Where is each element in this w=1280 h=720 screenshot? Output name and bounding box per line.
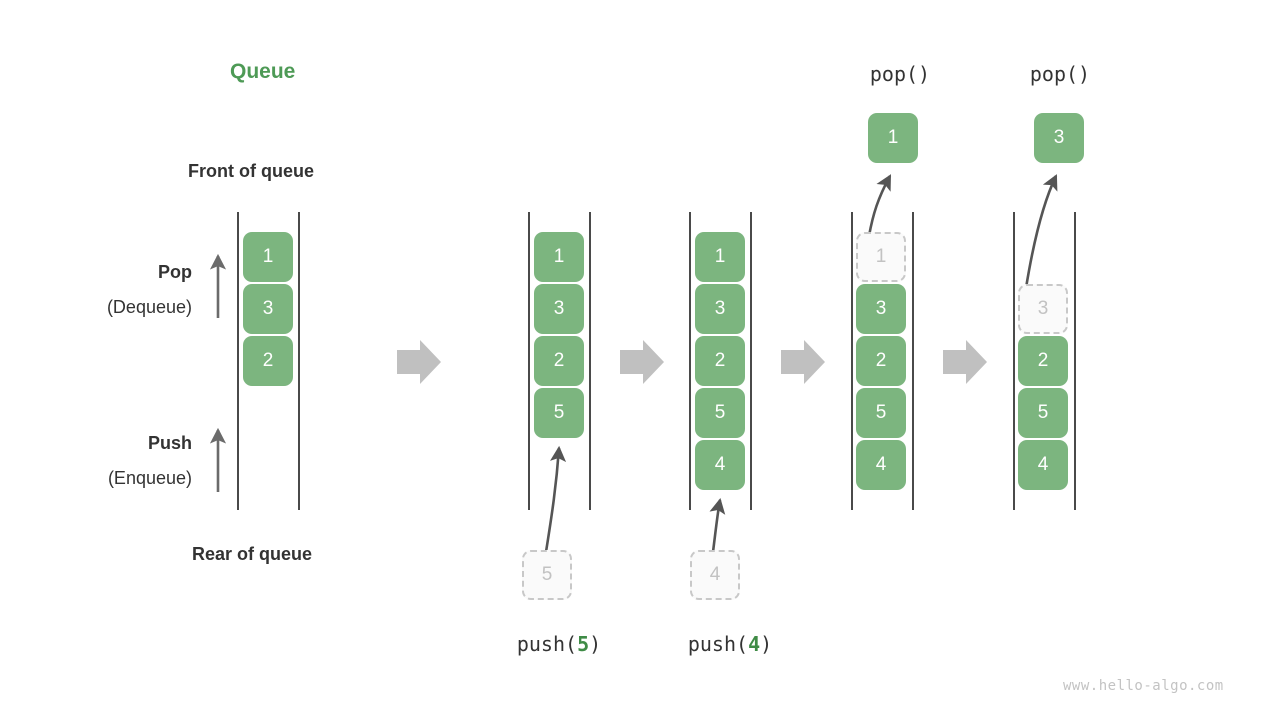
flow-arrow-4 <box>943 340 987 384</box>
queue-cell: 1 <box>695 232 745 282</box>
queue-cell: 3 <box>695 284 745 334</box>
step-caption-push-5: push(5) <box>459 632 659 656</box>
flow-arrow-2 <box>620 340 664 384</box>
removed-ghost-cell: 1 <box>856 232 906 282</box>
queue-rail-right-step2 <box>589 212 591 510</box>
push-sublabel: (Enqueue) <box>107 468 192 488</box>
popped-cell: 3 <box>1034 113 1084 163</box>
queue-cell: 4 <box>1018 440 1068 490</box>
queue-rail-left-step1 <box>237 212 239 510</box>
queue-cell: 3 <box>243 284 293 334</box>
queue-rail-left-step3 <box>689 212 691 510</box>
front-of-queue-label: Front of queue <box>188 161 314 181</box>
queue-rail-left-step2 <box>528 212 530 510</box>
queue-cell: 3 <box>534 284 584 334</box>
queue-cell: 5 <box>1018 388 1068 438</box>
incoming-ghost-cell: 5 <box>522 550 572 600</box>
push-4-motion-arrow <box>709 497 726 553</box>
push-label: Push <box>147 433 192 453</box>
queue-cell: 5 <box>856 388 906 438</box>
queue-rail-right-step1 <box>298 212 300 510</box>
step-caption-push-4: push(4) <box>630 632 830 656</box>
queue-cell: 2 <box>695 336 745 386</box>
pop-1-motion-arrow <box>867 174 892 237</box>
queue-cell: 4 <box>856 440 906 490</box>
queue-cell: 1 <box>243 232 293 282</box>
queue-cell-new: 4 <box>695 440 745 490</box>
pop-label: Pop <box>158 262 192 282</box>
queue-cell: 1 <box>534 232 584 282</box>
rear-of-queue-label: Rear of queue <box>192 544 313 564</box>
flow-arrow-1 <box>397 340 441 384</box>
caption-text: push( <box>687 632 749 656</box>
removed-ghost-cell: 3 <box>1018 284 1068 334</box>
caption-end: ) <box>589 632 602 656</box>
incoming-ghost-cell: 4 <box>690 550 740 600</box>
page-title: Queue <box>230 60 296 83</box>
queue-rail-left-step5 <box>1013 212 1015 510</box>
queue-cell: 3 <box>856 284 906 334</box>
push-5-motion-arrow <box>544 445 567 553</box>
caption-arg: 5 <box>577 632 590 656</box>
queue-cell: 5 <box>695 388 745 438</box>
step-caption-pop-1: pop() <box>869 62 931 86</box>
queue-cell: 2 <box>534 336 584 386</box>
queue-rail-right-step4 <box>912 212 914 510</box>
caption-text: push( <box>516 632 578 656</box>
queue-rail-left-step4 <box>851 212 853 510</box>
watermark: www.hello-algo.com <box>1063 678 1224 694</box>
queue-rail-right-step5 <box>1074 212 1076 510</box>
queue-cell: 2 <box>856 336 906 386</box>
queue-cell: 2 <box>243 336 293 386</box>
flow-arrow-3 <box>781 340 825 384</box>
queue-cell-new: 5 <box>534 388 584 438</box>
pop-3-motion-arrow <box>1024 174 1058 289</box>
caption-arg: 4 <box>748 632 761 656</box>
popped-cell: 1 <box>868 113 918 163</box>
step-caption-pop-3: pop() <box>1029 62 1091 86</box>
queue-cell: 2 <box>1018 336 1068 386</box>
queue-rail-right-step3 <box>750 212 752 510</box>
pop-sublabel: (Dequeue) <box>106 297 192 317</box>
caption-end: ) <box>760 632 773 656</box>
